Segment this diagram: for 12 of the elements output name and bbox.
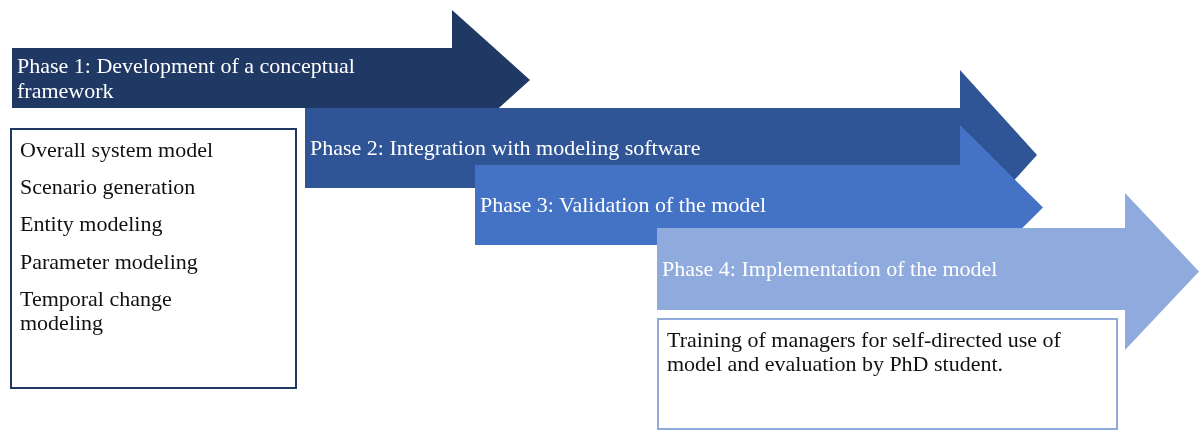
box-text: Scenario generation [20,174,196,200]
box-text: Parameter modeling [20,248,198,274]
phase-title: Phase 4: Implementation of the model [662,256,998,282]
phase-title: Phase 2: Integration with modeling software [310,135,701,161]
phase-title: Phase 1: Development of a conceptual framework [17,52,356,104]
text-box [657,318,1118,430]
box-text: Overall system model [20,137,214,162]
box-text: Training of managers for self-directed use of model and evaluation by PhD student. [667,327,1061,377]
box-text: Temporal change modeling [20,285,172,335]
box-text: Entity modeling [20,211,163,237]
phase-title: Phase 3: Validation of the model [480,192,767,218]
text-box [10,128,297,389]
